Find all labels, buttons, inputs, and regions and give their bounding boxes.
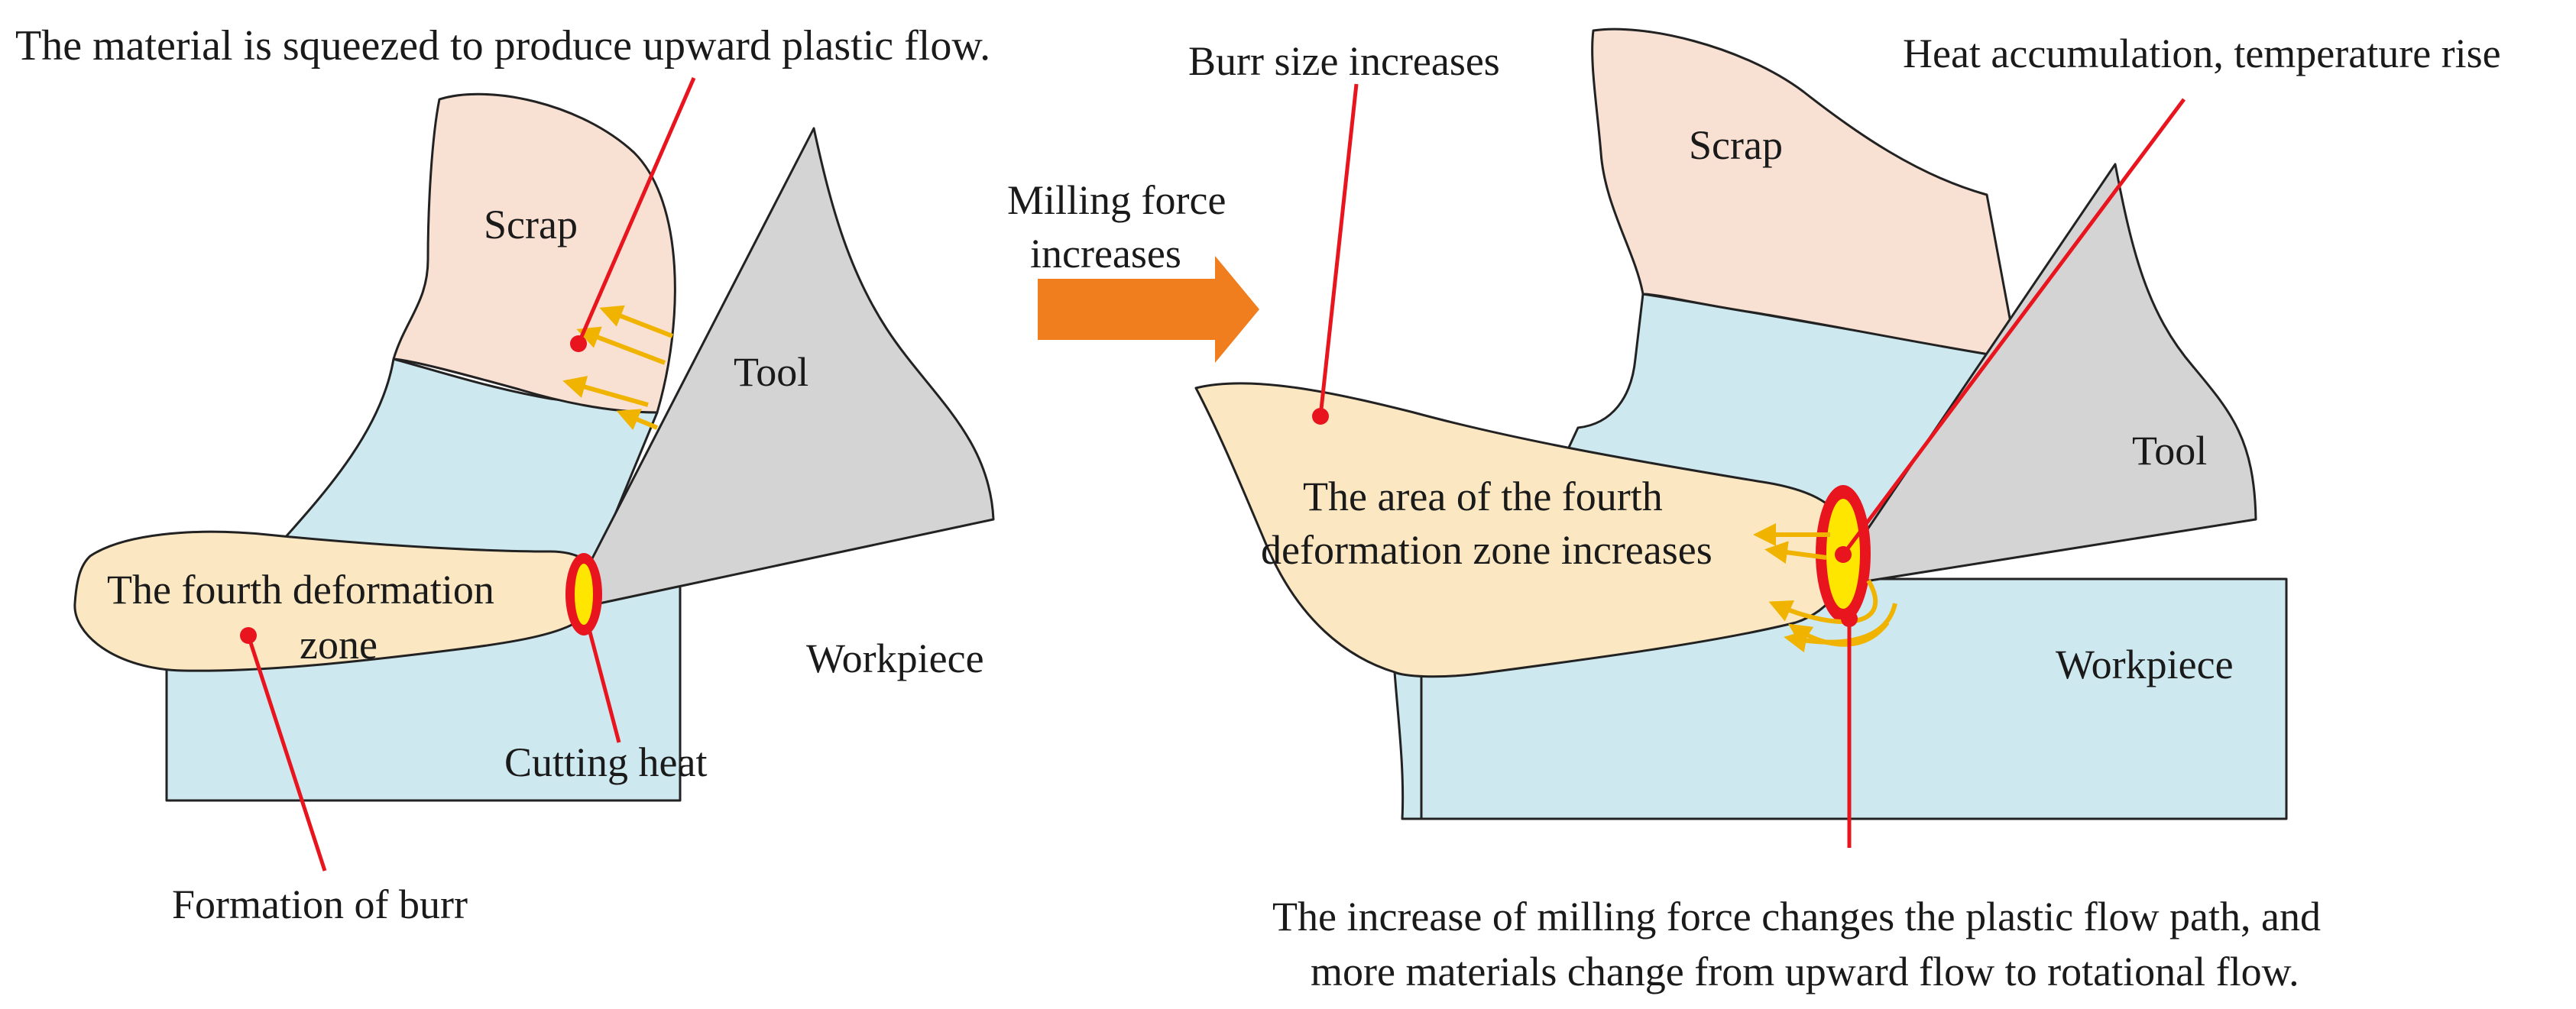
left-flow-arrow-1 (599, 305, 674, 338)
left-leader-squeeze-dot (570, 335, 587, 352)
left-leader-heat (586, 626, 621, 743)
right-workpiece-left-step (1393, 671, 1423, 820)
right-bottom-note-2: more materials change from upward flow t… (1311, 949, 2299, 994)
right-scrap (1591, 27, 2019, 361)
right-burr-zone-label-1: The area of the fourth (1303, 474, 1663, 519)
left-top-note: The material is squeezed to produce upwa… (15, 22, 990, 70)
right-flow-arrow-left-2 (1764, 541, 1827, 564)
left-tool-label: Tool (734, 349, 808, 395)
left-panel: The material is squeezed to produce upwa… (15, 22, 995, 927)
left-cutting-heat-inner (575, 564, 593, 625)
right-heat-label: Heat accumulation, temperature rise (1903, 31, 2501, 76)
left-burr-zone-label-2: zone (300, 622, 377, 668)
right-workpiece-label: Workpiece (2056, 642, 2234, 687)
right-leader-burr-dot (1312, 408, 1329, 425)
right-block-arrow-icon (1038, 256, 1259, 363)
right-leader-flow-dot (1841, 610, 1858, 627)
left-leader-squeeze (576, 77, 696, 344)
left-flow-arrow-3 (562, 376, 649, 407)
left-burr-zone-label-1: The fourth deformation (107, 567, 494, 613)
right-panel: Burr size increases Heat accumulation, t… (1188, 27, 2501, 994)
right-leader-heat-dot (1835, 546, 1852, 563)
transition: Milling force increases (1007, 177, 1259, 363)
left-leader-burr (246, 635, 327, 872)
right-tool (1842, 163, 2257, 584)
transition-label-1: Milling force (1007, 177, 1226, 223)
right-burr-zone (1194, 382, 1852, 678)
left-workpiece-label: Workpiece (806, 635, 984, 681)
left-burr-formation-label: Formation of burr (172, 881, 468, 927)
left-leader-burr-dot (240, 627, 257, 644)
left-flow-arrow-4 (616, 409, 659, 431)
right-burr-zone-label-2: deformation zone increases (1261, 527, 1712, 573)
left-scrap-label: Scrap (484, 202, 578, 247)
right-bottom-note-1: The increase of milling force changes th… (1272, 894, 2321, 939)
right-leader-heat (1841, 98, 2186, 556)
left-tool (575, 127, 995, 606)
right-leader-burr (1318, 83, 1359, 417)
left-cutting-heat-label: Cutting heat (504, 739, 707, 785)
right-scrap-label: Scrap (1689, 122, 1783, 168)
transition-label-2: increases (1030, 231, 1181, 277)
right-rotation-arrow-2 (1788, 621, 1890, 647)
left-flow-arrow-2 (576, 326, 666, 365)
right-burr-size-label: Burr size increases (1188, 38, 1500, 84)
left-scrap (392, 92, 676, 414)
right-tool-label: Tool (2132, 428, 2207, 474)
